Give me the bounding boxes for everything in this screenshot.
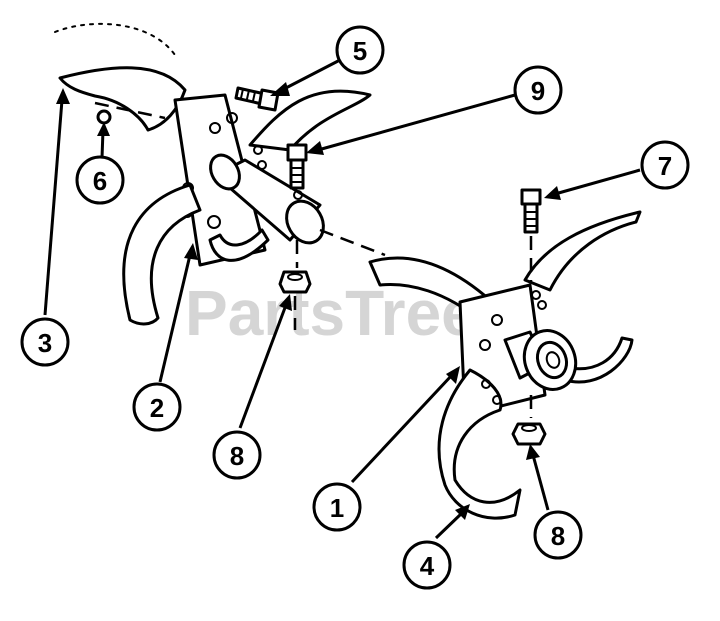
callout-8-right: 8	[533, 510, 583, 560]
tine-bolt	[481, 379, 491, 389]
bolt-7	[520, 188, 542, 234]
svg-text:8: 8	[551, 521, 565, 551]
tine-3	[58, 66, 187, 132]
plate-hole	[226, 112, 238, 124]
bearing-bore	[545, 351, 561, 369]
callout-9: 9	[513, 65, 563, 115]
tine-upper-right	[523, 210, 642, 292]
plate-bolt	[531, 290, 541, 300]
svg-text:6: 6	[93, 166, 107, 196]
svg-text:3: 3	[38, 328, 52, 358]
plate-hole	[207, 215, 221, 229]
plate-bolt	[537, 300, 547, 310]
plate-hole	[209, 122, 221, 134]
leader-lines	[43, 58, 641, 540]
callout-1: 1	[312, 482, 362, 532]
hub-tube-end	[285, 199, 325, 245]
hub-tube-start	[209, 153, 241, 191]
callout-8-left: 8	[212, 430, 262, 480]
plate-hole	[479, 339, 491, 351]
callout-6: 6	[75, 155, 125, 205]
bearing-inner	[535, 340, 569, 380]
callout-5: 5	[335, 25, 385, 75]
right-tine-assembly	[368, 188, 642, 520]
svg-text:8: 8	[230, 441, 244, 471]
plate-bolt	[253, 145, 263, 155]
svg-text:4: 4	[420, 551, 435, 581]
tine-lower	[122, 183, 202, 326]
callout-7: 7	[640, 140, 690, 190]
tine-hook	[208, 228, 270, 262]
tine-upper	[248, 89, 372, 152]
tine-bolt	[492, 395, 502, 405]
svg-text:2: 2	[150, 393, 164, 423]
bolt-5	[234, 86, 280, 112]
nut-6	[96, 109, 112, 125]
shaft-axis-dashed	[319, 228, 386, 257]
hub-bolt-hole	[293, 190, 303, 200]
plate-bolt	[257, 160, 267, 170]
tine-right-lower	[563, 336, 634, 384]
svg-text:5: 5	[353, 36, 367, 66]
svg-text:1: 1	[330, 493, 344, 523]
plate-hole	[491, 314, 503, 326]
callout-2: 2	[132, 382, 182, 432]
nut-8-right	[511, 422, 547, 446]
tine-3-outline-upper	[54, 22, 176, 56]
svg-text:7: 7	[658, 151, 672, 181]
callout-3: 3	[20, 317, 70, 367]
tine-4	[437, 368, 522, 520]
axis-line-left-top	[94, 101, 166, 120]
svg-text:9: 9	[531, 76, 545, 106]
nut-8-left	[278, 270, 312, 294]
bolt-9	[286, 143, 308, 190]
callout-4: 4	[402, 540, 452, 590]
